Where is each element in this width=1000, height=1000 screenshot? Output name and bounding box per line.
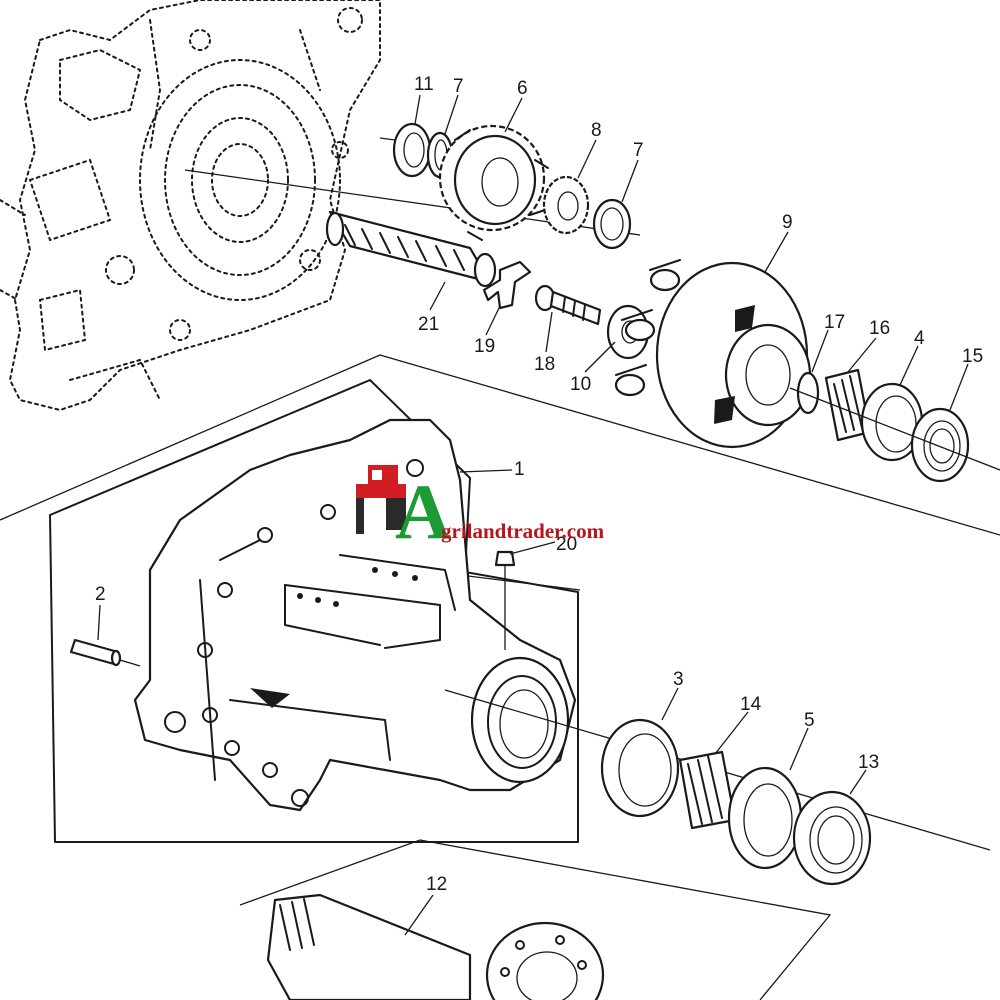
callout-9: 9 bbox=[782, 212, 793, 233]
upper-gear-assembly bbox=[184, 122, 1000, 483]
watermark-text: grilandtrader.com bbox=[441, 519, 605, 543]
callout-16: 16 bbox=[869, 318, 890, 339]
callout-21: 21 bbox=[418, 314, 439, 335]
transmission-housing-outline bbox=[0, 0, 381, 412]
lower-bearing-assembly bbox=[600, 718, 872, 886]
spider-part-19 bbox=[482, 260, 532, 310]
oil-seal-part-13 bbox=[792, 790, 872, 886]
callout-19: 19 bbox=[474, 336, 495, 357]
ring-part-5 bbox=[727, 766, 803, 870]
small-gear-part-8 bbox=[542, 175, 590, 235]
callout-20: 20 bbox=[556, 534, 577, 555]
axle-housing-part-1 bbox=[133, 418, 991, 851]
circlip-part-11 bbox=[392, 122, 432, 178]
callout-14: 14 bbox=[740, 694, 762, 715]
callout-10: 10 bbox=[570, 374, 591, 395]
axle-shaft-part-12 bbox=[239, 839, 832, 1000]
callout-1: 1 bbox=[514, 459, 525, 480]
callout-11: 11 bbox=[414, 74, 434, 95]
bearing-cup-part-3 bbox=[600, 718, 680, 818]
callout-15: 15 bbox=[962, 346, 983, 367]
callout-17: 17 bbox=[824, 312, 845, 333]
callout-8: 8 bbox=[591, 120, 602, 141]
agrilandtrader-watermark: A grilandtrader.com bbox=[356, 465, 605, 555]
callout-4: 4 bbox=[914, 328, 925, 349]
leader-lines bbox=[97, 94, 969, 936]
callout-12: 12 bbox=[426, 874, 447, 895]
axis-line-right bbox=[789, 387, 1000, 471]
gear-part-6 bbox=[438, 124, 549, 241]
callout-18: 18 bbox=[534, 354, 555, 375]
grease-nipple-part-20 bbox=[494, 550, 516, 650]
bearing-cone-part-14 bbox=[678, 750, 737, 830]
splined-shaft-part-21 bbox=[325, 210, 497, 288]
callout-labels: 11 7 6 8 7 9 21 19 18 10 17 16 4 15 1 20… bbox=[95, 74, 983, 895]
bolt-part-18 bbox=[534, 284, 602, 326]
callout-5: 5 bbox=[804, 710, 815, 731]
oil-seal-part-15 bbox=[910, 407, 970, 483]
tractor-logo-icon bbox=[356, 465, 406, 534]
callout-7b: 7 bbox=[633, 140, 644, 161]
callout-13: 13 bbox=[858, 752, 879, 773]
snap-ring-part-17 bbox=[796, 371, 820, 415]
dowel-pin-part-2 bbox=[69, 638, 141, 667]
snap-ring-part-7b bbox=[592, 198, 632, 250]
callout-3: 3 bbox=[673, 669, 684, 690]
watermark-letter: A bbox=[395, 468, 451, 555]
callout-6: 6 bbox=[517, 78, 528, 99]
callout-2: 2 bbox=[95, 584, 106, 605]
callout-7: 7 bbox=[453, 76, 464, 97]
differential-cage-part-9 bbox=[614, 259, 812, 449]
